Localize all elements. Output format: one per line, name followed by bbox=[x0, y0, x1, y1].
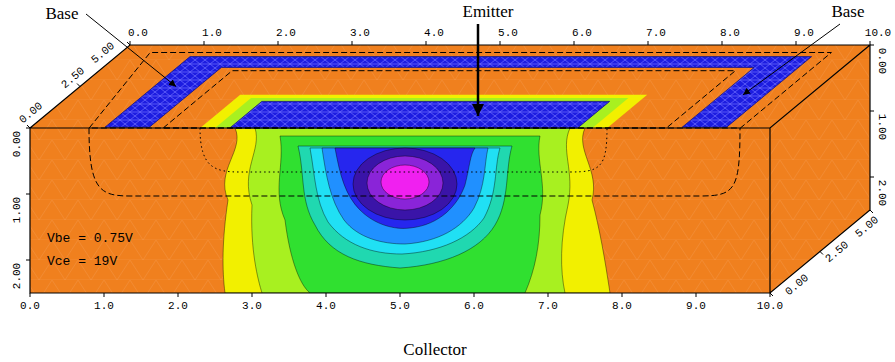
axis-tick-label: 10.0 bbox=[757, 300, 783, 312]
axis-tick-label: 7.0 bbox=[646, 27, 666, 39]
axis-tick-label: 5.0 bbox=[390, 300, 410, 312]
axis-tick-label: 0.00 bbox=[11, 131, 23, 157]
axis-tick-label: 7.0 bbox=[538, 300, 558, 312]
bias-label: Vce = 19V bbox=[47, 254, 117, 269]
axis-tick-label: 1.0 bbox=[202, 27, 222, 39]
junction-outline bbox=[200, 128, 607, 172]
bias-label: Vbe = 0.75V bbox=[47, 231, 133, 246]
axis-tick-label: 4.0 bbox=[424, 27, 444, 39]
leader-line bbox=[743, 24, 840, 95]
axis-tick-label: 2.0 bbox=[168, 300, 188, 312]
junction-outline bbox=[89, 128, 740, 196]
axis-tick-label: 0.0 bbox=[128, 27, 148, 39]
contour-band bbox=[200, 95, 647, 128]
axis-tick-label: 8.0 bbox=[612, 300, 632, 312]
axis-tick-label: 9.0 bbox=[794, 27, 814, 39]
axis-tick-label: 2.0 bbox=[276, 27, 296, 39]
junction-outline bbox=[163, 71, 735, 128]
side-face bbox=[770, 45, 870, 293]
axis-tick-label: 9.0 bbox=[686, 300, 706, 312]
contour-band bbox=[335, 148, 475, 228]
contour-band bbox=[279, 136, 543, 293]
axis-tick-label: 8.0 bbox=[720, 27, 740, 39]
potential-contours bbox=[223, 128, 610, 293]
axis-tick-label: 5.00 bbox=[853, 214, 881, 240]
contour-band bbox=[298, 146, 512, 268]
axis-tick-label: 2.50 bbox=[59, 65, 87, 91]
contour-band bbox=[310, 148, 500, 254]
contour-band bbox=[248, 128, 570, 293]
callout-label: Emitter bbox=[463, 2, 514, 22]
axis-tick-label: 0.0 bbox=[20, 300, 40, 312]
junction-outline bbox=[89, 53, 831, 129]
axis-tick-label: 10.0 bbox=[865, 27, 891, 39]
emitter-contact bbox=[230, 101, 610, 128]
box-edge bbox=[30, 45, 870, 293]
contour-band bbox=[353, 148, 457, 220]
axis-tick-label: 1.00 bbox=[876, 114, 888, 140]
callout-label: Base bbox=[831, 2, 864, 22]
contour-band bbox=[215, 98, 628, 128]
axis-tick-label: 5.00 bbox=[89, 40, 117, 66]
axis-tick-label: 6.0 bbox=[572, 27, 592, 39]
axis-tick bbox=[26, 41, 874, 297]
contour-band bbox=[381, 165, 429, 199]
axis-tick-label: 1.0 bbox=[94, 300, 114, 312]
contour-band bbox=[367, 156, 443, 210]
top-face bbox=[30, 45, 870, 128]
leader-line bbox=[477, 24, 480, 116]
axis-tick-label: 1.00 bbox=[11, 197, 23, 223]
axis-tick-label: 3.0 bbox=[350, 27, 370, 39]
axis-tick-label: 0.00 bbox=[783, 272, 811, 298]
axis-tick-label: 2.00 bbox=[11, 263, 23, 289]
callout-label: Base bbox=[45, 4, 78, 24]
axis-tick-label: 0.00 bbox=[17, 100, 45, 126]
axis-tick-label: 2.00 bbox=[876, 180, 888, 206]
front-face bbox=[30, 128, 770, 293]
callout-label: Collector bbox=[403, 340, 466, 360]
axis-tick-label: 4.0 bbox=[316, 300, 336, 312]
axis-tick-label: 3.0 bbox=[242, 300, 262, 312]
axis-tick-label: 6.0 bbox=[464, 300, 484, 312]
contour-band bbox=[223, 128, 610, 293]
base-contact bbox=[105, 57, 812, 128]
axis-tick-label: 0.00 bbox=[876, 48, 888, 74]
leader-line bbox=[86, 14, 176, 87]
axis-tick-label: 2.50 bbox=[823, 239, 851, 265]
axis-tick-label: 5.0 bbox=[498, 27, 518, 39]
